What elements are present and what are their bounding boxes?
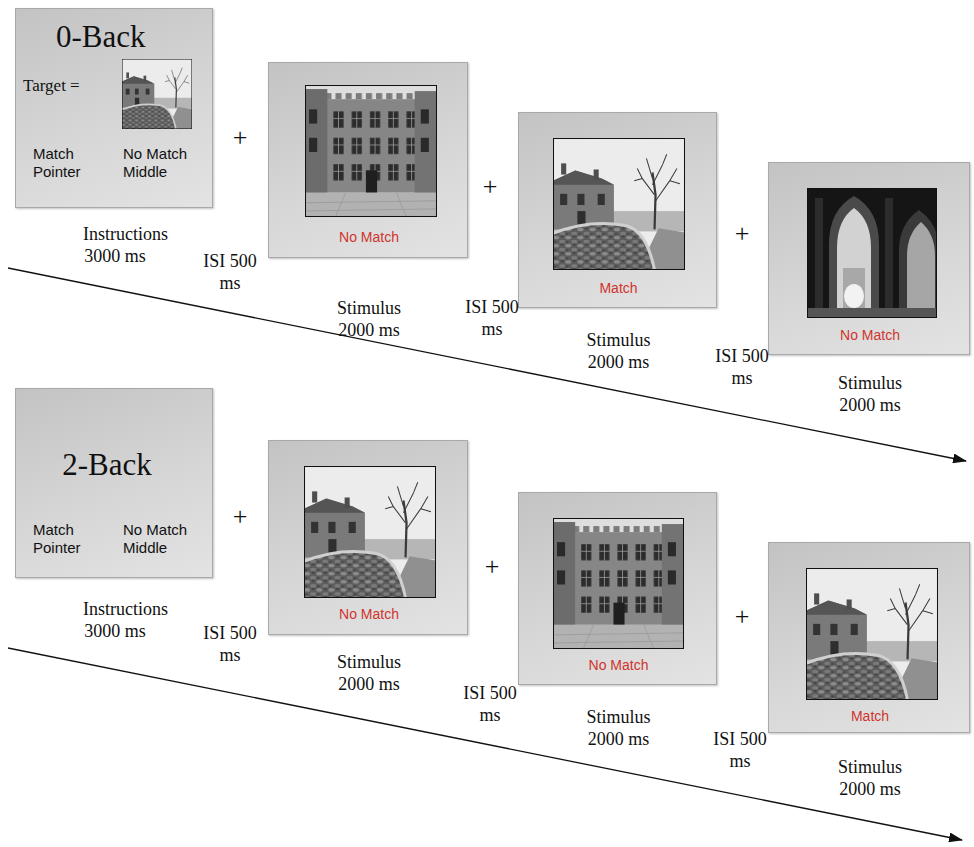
photo-stimulus <box>807 188 937 318</box>
fixation-cross: + <box>485 553 500 581</box>
duration-caption: Stimulus 2000 ms <box>337 297 401 341</box>
target-label: Target = <box>23 76 80 96</box>
isi-caption: ISI 500 ms <box>465 296 520 340</box>
fixation-cross: + <box>233 503 248 531</box>
isi-caption: ISI 500 ms <box>715 345 770 389</box>
fixation-cross: + <box>483 173 498 201</box>
photo-stimulus <box>305 85 437 217</box>
response-key: Match Pointer <box>33 145 43 181</box>
duration-caption: Instructions 3000 ms <box>83 598 147 642</box>
duration-caption: Stimulus 2000 ms <box>838 372 902 416</box>
photo-image <box>807 188 939 318</box>
photo-image <box>553 138 685 270</box>
photo-image <box>806 568 938 700</box>
isi-caption: ISI 500 ms <box>203 622 258 666</box>
response-key: Match Pointer <box>33 521 43 557</box>
isi-caption: ISI 500 ms <box>463 682 518 726</box>
feedback-label: No Match <box>339 606 399 623</box>
task-heading: 2-Back <box>62 447 152 483</box>
feedback-label: No Match <box>589 657 649 674</box>
stimulus-panel: No MatchStimulus 2000 ms <box>768 162 970 355</box>
photo-stimulus <box>553 518 684 649</box>
fixation-cross: + <box>735 603 750 631</box>
duration-caption: Instructions 3000 ms <box>83 223 147 267</box>
feedback-label: Match <box>599 280 637 297</box>
photo-stimulus <box>304 466 436 598</box>
stimulus-panel: No MatchStimulus 2000 ms <box>268 62 468 258</box>
stimulus-panel: MatchStimulus 2000 ms <box>518 112 717 308</box>
photo-image <box>553 518 684 649</box>
photo-stimulus <box>122 59 192 129</box>
duration-caption: Stimulus 2000 ms <box>838 756 902 800</box>
photo-image <box>122 59 192 129</box>
response-key: No Match Middle <box>123 145 190 181</box>
photo-stimulus <box>806 568 938 700</box>
stimulus-panel: No MatchStimulus 2000 ms <box>518 492 717 685</box>
fixation-cross: + <box>233 124 248 152</box>
photo-image <box>305 85 437 217</box>
duration-caption: Stimulus 2000 ms <box>587 329 651 373</box>
photo-image <box>304 466 436 598</box>
duration-caption: Stimulus 2000 ms <box>587 706 651 750</box>
photo-stimulus <box>553 138 685 270</box>
stimulus-panel: No MatchStimulus 2000 ms <box>268 440 468 635</box>
task-heading: 0-Back <box>56 19 146 55</box>
fixation-cross: + <box>735 220 750 248</box>
feedback-label: Match <box>851 708 889 725</box>
isi-caption: ISI 500 ms <box>713 728 768 772</box>
duration-caption: Stimulus 2000 ms <box>337 651 401 695</box>
feedback-label: No Match <box>840 327 900 344</box>
instruction-panel: 2-BackMatch PointerNo Match MiddleInstru… <box>15 388 213 578</box>
isi-caption: ISI 500 ms <box>203 250 258 294</box>
stimulus-panel: MatchStimulus 2000 ms <box>768 542 970 733</box>
instruction-panel: 0-BackTarget = Match Pointer No Match Midd… <box>15 8 213 208</box>
response-key: No Match Middle <box>123 521 190 557</box>
feedback-label: No Match <box>339 229 399 246</box>
